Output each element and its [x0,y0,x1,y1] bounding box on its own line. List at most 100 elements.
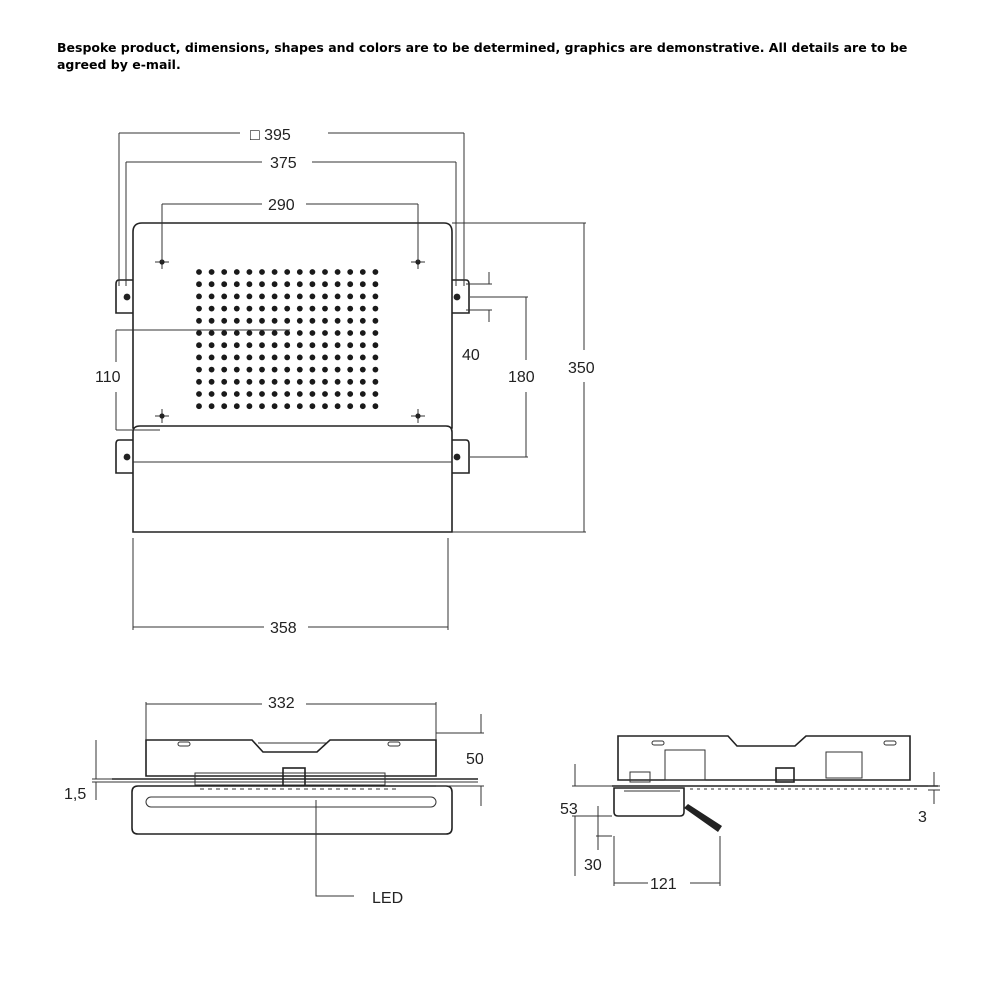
led-dot [372,317,379,324]
led-dot [309,317,316,324]
led-dot [208,354,215,361]
led-dot [372,293,379,300]
front-cover [132,425,453,533]
led-dot [359,354,366,361]
led-dot [372,330,379,336]
led-dot [359,330,366,336]
led-dot [359,281,366,288]
led-dot [221,281,228,288]
led-dot [359,317,366,324]
led-dot [233,317,240,324]
led-dot [347,391,354,397]
led-dot [246,293,253,300]
led-dot [221,317,228,324]
led-dot [284,305,291,312]
led-dot [359,366,366,373]
led-dot [309,342,316,349]
dim-358: 358 [270,620,297,637]
dim-40: 40 [462,347,480,364]
led-dot [284,293,291,300]
led-dot [322,317,328,324]
led-dot [271,391,278,397]
led-dot [271,305,278,312]
led-dot [359,269,366,275]
dim-50: 50 [466,751,484,768]
led-dot [233,281,240,288]
dim-290: 290 [268,197,295,214]
dim-3: 3 [918,809,927,826]
led-dot [347,378,354,385]
led-dot [296,281,303,288]
led-dot [196,403,202,410]
led-dot [359,391,366,397]
led-dot [284,330,291,336]
led-dot [221,354,228,361]
housing-plate [132,222,453,429]
led-dot [347,342,354,349]
led-dot [372,281,379,288]
led-dot [259,293,265,300]
led-dot [221,366,228,373]
led-dot [196,354,202,361]
led-dot [309,281,316,288]
section-view: 53 30 121 3 [560,735,940,893]
led-dot [246,403,253,410]
dim-332: 332 [268,695,295,712]
led-dot [259,366,265,373]
led-dot [334,366,341,373]
led-dot [372,378,379,385]
dim-110: 110 [95,369,121,386]
led-dot [259,354,265,361]
led-dot [221,305,228,312]
led-dot [196,269,202,275]
led-dot [309,354,316,361]
led-dot [233,378,240,385]
led-dot [233,342,240,349]
led-dot [284,403,291,410]
led-dot [196,378,202,385]
led-dot [334,293,341,300]
led-dot [284,269,291,275]
led-dot [208,342,215,349]
led-dot [221,378,228,385]
led-dot [372,354,379,361]
led-dot [208,391,215,397]
led-dot [221,293,228,300]
led-dot [322,354,328,361]
led-dot [284,378,291,385]
led-dot [296,293,303,300]
led-dot [309,403,316,410]
led-dot [347,354,354,361]
led-dot [372,342,379,349]
led-dot [233,403,240,410]
led-dot [347,281,354,288]
front-dimensions [115,132,586,630]
dim-1-5: 1,5 [64,786,86,803]
led-dot [296,269,303,275]
led-dot [309,305,316,312]
led-dot [372,269,379,275]
led-dot [246,281,253,288]
side-view: 332 50 1,5 LED [64,695,484,907]
led-dot [296,330,303,336]
led-dot [233,391,240,397]
led-dot [334,391,341,397]
led-dot [359,293,366,300]
led-dot [221,330,228,336]
led-dot [334,378,341,385]
led-dot [309,269,316,275]
led-dot [271,354,278,361]
led-dot [359,403,366,410]
led-dot [284,366,291,373]
led-dot [322,391,328,397]
led-dot [296,354,303,361]
led-dot [309,293,316,300]
led-dot [233,305,240,312]
led-dot [296,366,303,373]
disclaimer-note: Bespoke product, dimensions, shapes and … [57,40,908,72]
led-dot [322,305,328,312]
led-dot [208,403,215,410]
dim-30: 30 [584,857,602,874]
led-dot [334,305,341,312]
led-dot [259,342,265,349]
